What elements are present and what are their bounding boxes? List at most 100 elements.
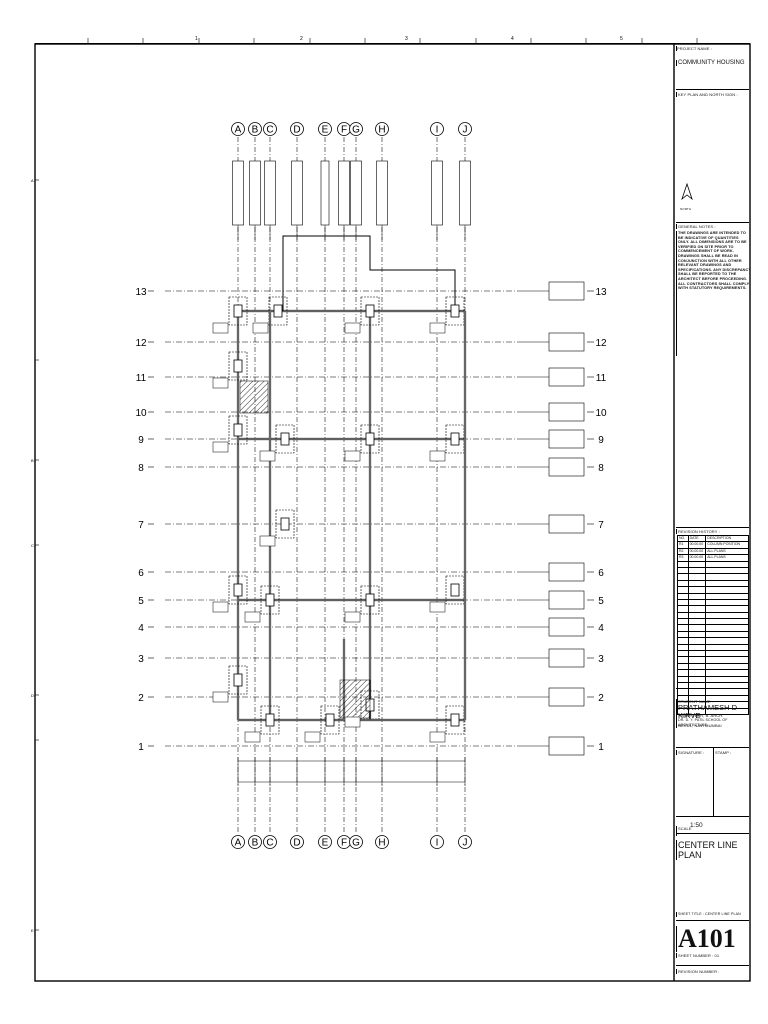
grid-bubble-top [375,122,389,136]
grid-label-left: 1 [138,742,144,753]
grid-label-right: 10 [595,408,607,419]
column [233,423,243,437]
column [450,713,460,727]
grid-label-right: 12 [595,338,607,349]
row-tag-box [548,332,585,352]
column [280,517,290,531]
grid-label-top: A [235,125,242,136]
side-letter: B [31,458,34,463]
column-label-box [429,322,446,334]
column-label-box [429,601,446,613]
project-label: PROJECT NAME : [676,46,750,51]
column-footing [260,705,280,735]
grid-label-left: 3 [138,654,144,665]
row-tag-box [548,562,585,582]
column-label-box [212,691,229,703]
side-letter: E [31,928,34,933]
divider [676,920,749,921]
column [233,304,243,318]
student-line-3: NERUL, NAVI MUMBAI [676,723,751,728]
notes-label: GENERAL NOTES : [676,224,751,229]
ruler-number: 4 [511,36,514,42]
grid-label-right: 3 [598,654,604,665]
column-label-box [344,450,361,462]
column [365,593,375,607]
grid-label-bottom: J [463,838,468,849]
grid-label-bottom: G [352,838,360,849]
revision-number-label: REVISION NUMBER : [676,969,751,974]
divider [676,833,749,834]
row-tag-box [548,367,585,387]
grid-bubble-top [263,122,277,136]
revision-cell [705,707,749,715]
divider [676,965,749,966]
side-letter: D [31,693,34,698]
row-tag-box [548,617,585,637]
grid-label-top: F [341,125,347,136]
column [450,304,460,318]
column [365,432,375,446]
column-tag-box [320,160,330,226]
column-footing [360,296,380,326]
signature-label: SIGNATURE : [676,750,714,755]
row-tag-box [548,402,585,422]
grid-label-left: 2 [138,693,144,704]
column-label-box [429,731,446,743]
ruler-number: 5 [620,36,623,42]
scale-value: 1:50 [690,822,703,829]
revision-row [677,707,749,715]
column-footing [228,351,248,381]
keyplan-label: KEY PLAN AND NORTH SIGN : [676,92,751,97]
row-tag-box [548,457,585,477]
column-footing [360,585,380,615]
general-notes: THE DRAWINGS ARE INTENDED TO BE INDICATI… [676,231,751,356]
sheet-number-label: SHEET NUMBER : 01 [676,953,751,958]
divider [676,527,749,528]
column [233,583,243,597]
grid-label-left: 7 [138,520,144,531]
grid-label-top: J [463,125,468,136]
grid-label-bottom: D [293,838,300,849]
column-tag-box [249,160,261,226]
grid-bubble-top [458,122,472,136]
column-tag-box [291,160,303,226]
column-footing [320,705,340,735]
divider [676,222,749,223]
grid-label-bottom: C [266,838,273,849]
student-label: STUDENT NAME : [676,699,751,704]
grid-label-top: B [252,125,259,136]
grid-label-left: 10 [135,408,147,419]
grid-bubble-top [231,122,245,136]
grid-label-right: 5 [598,596,604,607]
grid-bubble-top [248,122,262,136]
column-footing [268,296,288,326]
column-label-box [212,322,229,334]
column-footing [275,509,295,539]
row-tag-box [548,281,585,301]
grid-label-top: E [322,125,329,136]
grid-label-left: 4 [138,623,144,634]
grid-label-left: 11 [136,373,147,384]
grid-label-bottom: I [436,838,439,849]
column-footing [445,424,465,454]
column [265,593,275,607]
column-footing [445,575,465,605]
column-tag-box [376,160,388,226]
row-tag-box [548,648,585,668]
column-tag-box [232,160,244,226]
column-footing [228,575,248,605]
column-label-box [212,441,229,453]
stamp-label: STAMP : [715,750,732,755]
grid-label-left: 5 [138,596,144,607]
column [365,304,375,318]
column-footing [228,296,248,326]
grid-label-top: I [436,125,439,136]
upper-outline [282,235,456,311]
grid-label-left: 9 [138,435,144,446]
grid-label-bottom: H [378,838,385,849]
grid-label-top: C [266,125,273,136]
project-name: COMMUNITY HOUSING [676,60,751,66]
row-tag-box [548,687,585,707]
